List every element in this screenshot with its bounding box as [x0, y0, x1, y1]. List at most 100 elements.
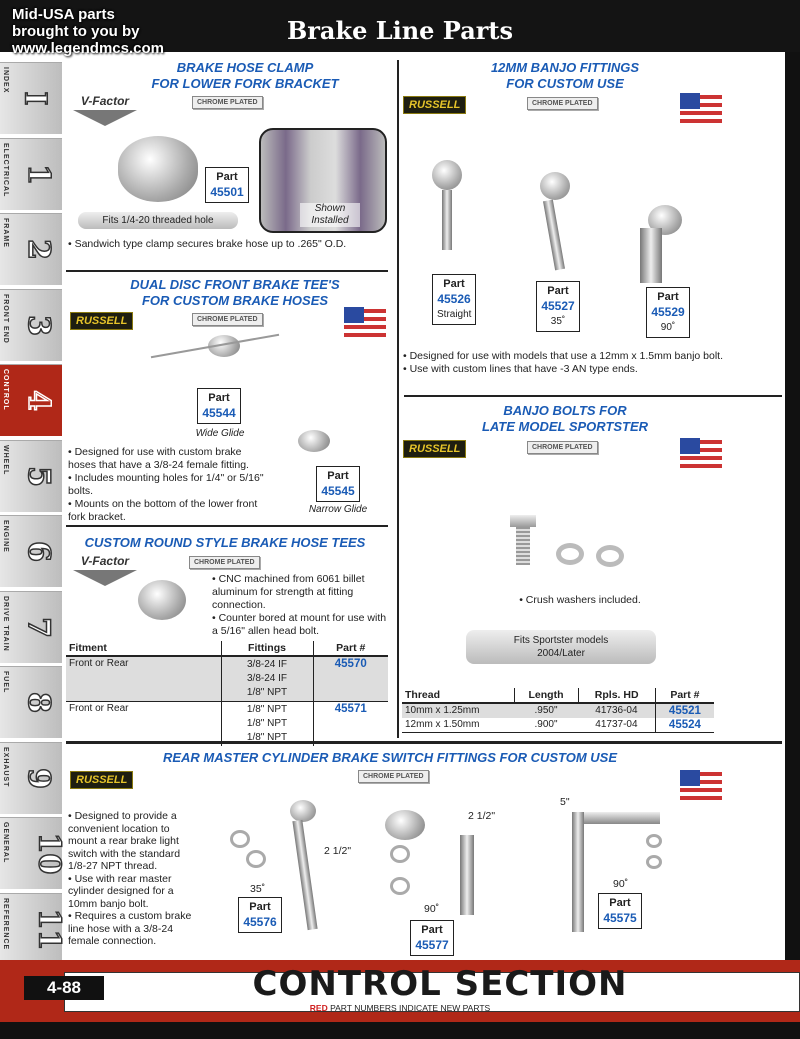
tab-number: 4 — [20, 389, 57, 411]
sidebar-tab-exhaust[interactable]: EXHAUST 9 — [0, 741, 62, 814]
washer-image — [646, 855, 662, 869]
chrome-plated-badge: CHROME PLATED — [527, 441, 598, 454]
tab-label: EXHAUST — [2, 746, 9, 787]
dimension-label: 2 1/2" — [468, 810, 496, 822]
vfactor-logo: V-Factor — [70, 554, 140, 586]
header-bar — [0, 0, 800, 52]
master-bullets: • Designed to provide a convenient locat… — [68, 810, 192, 947]
fitting-image — [580, 812, 660, 824]
banjo-bullets: • Designed for use with models that use … — [403, 350, 723, 375]
clamp-image — [118, 136, 198, 202]
sidebar-tab-electrical[interactable]: ELECTRICAL 1 — [0, 137, 62, 210]
chrome-plated-badge: CHROME PLATED — [358, 770, 429, 783]
made-in-usa-flag — [344, 307, 386, 337]
watermark-link[interactable]: www.legendmcs.com — [12, 40, 164, 57]
sidebar-tab-front-end[interactable]: FRONT END 3 — [0, 288, 62, 361]
banjo-fitting-image — [432, 160, 462, 190]
fitting-image — [572, 812, 584, 932]
wide-glide-tee-image — [208, 335, 240, 357]
sidebar-tab-frame[interactable]: FRAME 2 — [0, 213, 62, 285]
washer-image — [230, 830, 250, 848]
footer-panel — [64, 972, 800, 1012]
note-text: PART NUMBERS INDICATE NEW PARTS — [327, 1003, 491, 1013]
section-title-master-cylinder: REAR MASTER CYLINDER BRAKE SWITCH FITTIN… — [162, 750, 618, 765]
caption: Narrow Glide — [308, 504, 368, 515]
tab-label: FRAME — [2, 218, 9, 248]
divider — [66, 270, 388, 272]
angle-label: 90˚ — [613, 878, 629, 890]
clamp-bullet: • Sandwich type clamp secures brake hose… — [68, 238, 347, 250]
russell-logo: RUSSELL — [403, 96, 467, 114]
dimension-label: 2 1/2" — [324, 845, 352, 857]
washer-image — [246, 850, 266, 868]
tab-number: 3 — [20, 314, 57, 336]
washer-image — [390, 845, 410, 863]
round-bullets: • CNC machined from 6061 billet aluminum… — [212, 573, 387, 637]
sidebar-tab-fuel[interactable]: FUEL 8 — [0, 666, 62, 738]
tab-label: FUEL — [2, 671, 9, 694]
tab-number: 8 — [20, 691, 57, 713]
tab-number: 2 — [20, 238, 57, 260]
dimension-label: 5" — [560, 796, 570, 808]
sidebar-tab-wheel[interactable]: WHEEL 5 — [0, 439, 62, 512]
tab-number: I — [17, 91, 54, 107]
made-in-usa-flag — [680, 438, 722, 468]
round-tee-image — [138, 580, 186, 620]
tab-label: ENGINE — [2, 520, 9, 553]
banjo-fitting-image — [640, 228, 662, 283]
tab-number: 7 — [20, 616, 57, 638]
fitting-image — [385, 810, 425, 840]
crush-washer-image — [596, 545, 624, 567]
fitting-image — [460, 835, 474, 915]
tab-label: REFERENCE — [2, 897, 9, 950]
chrome-plated-badge: CHROME PLATED — [192, 313, 263, 326]
red-label: RED — [309, 1003, 328, 1013]
made-in-usa-flag — [680, 770, 722, 800]
chrome-plated-badge: CHROME PLATED — [189, 556, 260, 569]
section-title-round-tees: CUSTOM ROUND STYLE BRAKE HOSE TEES — [84, 535, 366, 550]
fitting-image — [290, 800, 316, 822]
banjo-fitting-image — [442, 190, 452, 250]
page-title: Brake Line Parts — [287, 16, 513, 45]
page-number: 4-88 — [24, 976, 104, 1000]
watermark: Mid-USA parts brought to you by www.lege… — [12, 6, 164, 57]
divider — [66, 741, 782, 744]
tab-number: 9 — [20, 767, 57, 789]
tab-label: FRONT END — [2, 293, 9, 344]
crush-washer-image — [556, 543, 584, 565]
angle-label: 35˚ — [250, 883, 266, 895]
fits-wrench-label: Fits 1/4-20 threaded hole — [78, 212, 238, 229]
tab-number: 1 — [20, 163, 57, 185]
tab-number: 10 — [31, 832, 68, 875]
caption: Wide Glide — [195, 428, 245, 439]
vfactor-logo: V-Factor — [70, 94, 140, 126]
tab-label: ELECTRICAL — [2, 142, 9, 197]
section-name: CONTROL SECTION — [252, 964, 628, 1004]
right-edge-strip — [785, 52, 800, 960]
chrome-plated-badge: CHROME PLATED — [527, 97, 598, 110]
tab-label: WHEEL — [2, 444, 9, 475]
tab-number: 5 — [20, 465, 57, 487]
crush-washers-note: • Crush washers included. — [519, 594, 641, 606]
new-parts-note: RED PART NUMBERS INDICATE NEW PARTS — [220, 1003, 580, 1013]
